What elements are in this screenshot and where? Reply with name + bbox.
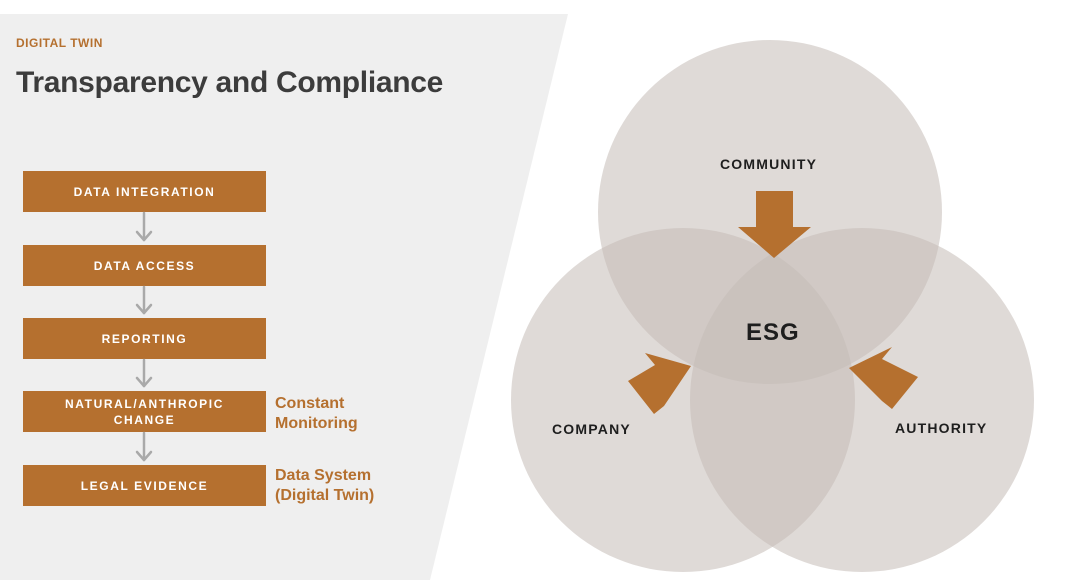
flow-step-data-integration: DATA INTEGRATION <box>23 171 266 212</box>
note-constant-monitoring: Constant Monitoring <box>275 395 358 432</box>
down-arrow-icon <box>135 285 153 315</box>
flow-step-legal-evidence: LEGAL EVIDENCE <box>23 465 266 506</box>
flow-connectors <box>135 211 153 462</box>
venn-center-esg: ESG <box>746 319 800 346</box>
down-arrow-icon <box>135 358 153 388</box>
arrow-right-icon <box>628 353 691 414</box>
page-title: Transparency and Compliance <box>16 66 444 99</box>
down-arrow-icon <box>135 211 153 242</box>
venn-label-authority: AUTHORITY <box>895 420 988 436</box>
venn-label-community: COMMUNITY <box>720 156 818 172</box>
venn-label-company: COMPANY <box>552 421 631 437</box>
arrow-down-icon <box>738 191 811 258</box>
flow-step-reporting: REPORTING <box>23 318 266 359</box>
authority-circle <box>690 228 1034 572</box>
section-eyebrow: DIGITAL TWIN <box>16 36 103 50</box>
note-data-system: Data System (Digital Twin) <box>275 467 375 504</box>
flow-step-natural-anthropic-change: NATURAL/ANTHROPIC CHANGE <box>23 391 266 432</box>
down-arrow-icon <box>135 431 153 462</box>
arrow-left-icon <box>849 347 918 409</box>
flow-step-data-access: DATA ACCESS <box>23 245 266 286</box>
